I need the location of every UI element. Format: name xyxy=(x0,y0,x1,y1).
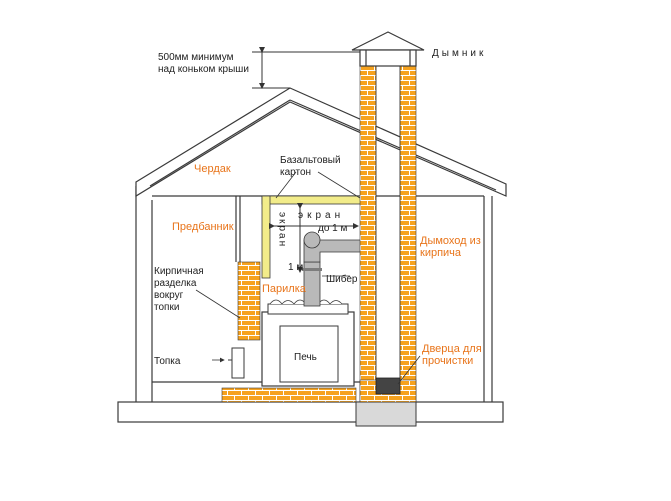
attic-label: Чердак xyxy=(194,163,231,175)
leader-lines xyxy=(195,171,421,385)
brick-cut-label-1: Кирпичная xyxy=(154,266,204,277)
steam-room-label: Парилка xyxy=(262,283,307,295)
pre-bath-label: Предбанник xyxy=(172,221,234,233)
roof xyxy=(135,87,507,198)
screen-vertical-label: экран xyxy=(277,212,288,248)
screen-dimensions xyxy=(269,203,359,273)
house-walls xyxy=(135,186,493,402)
basalt-label-1: Базальтовый xyxy=(280,155,341,166)
cleanout-label-1: Дверца для xyxy=(422,343,482,355)
brick-chimney-label-1: Дымоход из xyxy=(420,235,481,247)
height-dimension xyxy=(252,47,360,89)
dim-horizontal-label: до 1 м xyxy=(318,223,348,234)
dim-vertical-label: 1 м xyxy=(288,262,303,273)
chimney-cap xyxy=(351,31,425,67)
brick-cut-wall xyxy=(237,261,261,341)
basalt-label-2: картон xyxy=(280,167,311,178)
damper-label: Шибер xyxy=(326,273,358,285)
brick-chimney xyxy=(359,65,417,403)
brick-cut-label-3: вокруг xyxy=(154,290,184,301)
brick-cut-label-2: разделка xyxy=(154,278,197,289)
screen-horizontal-label: экран xyxy=(298,210,344,221)
brick-chimney-label-2: кирпича xyxy=(420,247,462,259)
roof-height-label-1: 500мм минимум xyxy=(158,52,234,63)
firebox-label: Топка xyxy=(154,356,181,367)
stove-pipe xyxy=(302,231,373,307)
foundation xyxy=(117,401,504,441)
brick-floor xyxy=(221,387,357,403)
brick-cut-label-4: топки xyxy=(154,302,179,313)
chimney-cap-label: Дымник xyxy=(432,48,486,59)
roof-height-label-2: над коньком крыши xyxy=(158,64,249,75)
stove-label: Печь xyxy=(294,352,317,363)
stove xyxy=(228,299,355,387)
cleanout-label-2: прочистки xyxy=(422,355,473,367)
